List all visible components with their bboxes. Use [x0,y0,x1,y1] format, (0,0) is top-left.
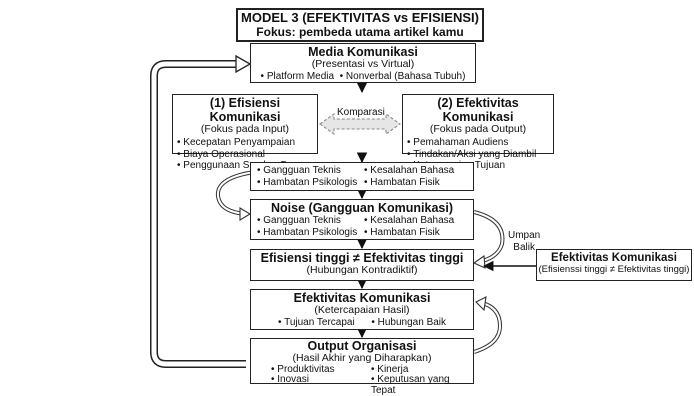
hasil-sub: (Ketercapaian Hasil) [314,304,410,316]
curve-arrow-noise-kontradiksi [473,210,505,264]
efisiensi-item: Biaya Operasional [177,149,313,161]
hasil-title: Efektivitas Komunikasi [293,291,431,305]
gangguan-grid: Gangguan Teknis Kesalahan Bahasa Hambata… [257,165,467,189]
efektivitas-sub: (Fokus pada Output) [429,123,527,135]
output-item: Keputusan yang Tepat [371,375,467,396]
noise-item: Kesalahan Bahasa [364,215,467,227]
media-item: Nonverbal (Bahasa Tubuh) [345,70,466,82]
umpan-balik-line2: Balik [513,241,535,253]
media-komunikasi-box: Media Komunikasi (Presentasi vs Virtual)… [250,43,476,83]
hasil-items: • Tujuan Tercapai • Hubungan Baik [277,316,447,328]
efisiensi-komunikasi-box: (1) Efisiensi Komunikasi (Fokus pada Inp… [172,94,318,171]
output-sub: (Hasil Akhir yang Diharapkan) [292,352,432,364]
diagram-header: MODEL 3 (EFEKTIVITAS vs EFISIENSI) Fokus… [236,8,484,42]
efektivitas-title: (2) Efektivitas Komunikasi [437,96,519,124]
umpan-balik-label: Umpan Balik [508,230,540,253]
gangguan-item: Gangguan Teknis [257,165,360,177]
media-items: • Platform Media • Nonverbal (Bahasa Tub… [260,70,466,82]
output-item: Kinerja [371,364,467,376]
noise-box: Noise (Gangguan Komunikasi) Gangguan Tek… [250,199,474,240]
noise-title: Noise (Gangguan Komunikasi) [271,201,453,215]
side-note-sub: (Efisienssi tinggi ≠ Efektivitas tinggi) [538,263,690,275]
output-item: Inovasi [271,375,367,396]
output-title: Output Organisasi [307,339,417,353]
efisiensi-title: (1) Efisiensi Komunikasi [209,96,281,124]
efisiensi-sub: (Fokus pada Input) [200,123,290,135]
gangguan-item: Kesalahan Bahasa [364,165,467,177]
output-item: Produktivitas [271,364,367,376]
noise-item: Hambatan Psikologis [257,227,360,239]
gangguan-item: Hambatan Fisik [364,177,467,189]
komparasi-label: Komparasi [337,107,385,118]
hasil-item: Tujuan Tercapai [284,316,355,328]
feedback-loop-arrowhead [235,54,252,74]
efektivitas-item: Pemahaman Audiens [407,137,549,149]
noise-item: Gangguan Teknis [257,215,360,227]
kontradiksi-sub: (Hubungan Kontradiktif) [306,264,418,276]
efisiensi-list: Kecepatan Penyampaian Biaya Operasional … [177,137,313,172]
media-item: Platform Media [266,70,335,82]
media-title: Media Komunikasi [308,45,418,59]
efektivitas-item: Tindakan/Aksi yang Diambil [407,149,549,161]
output-organisasi-box: Output Organisasi (Hasil Akhir yang Diha… [250,338,474,396]
hasil-item: Hubungan Baik [377,316,447,328]
header-title: MODEL 3 (EFEKTIVITAS vs EFISIENSI) [241,10,479,25]
side-note-title: Efektivitas Komunikasi [551,252,677,264]
connector-layer [150,54,536,368]
efisiensi-item: Penggunaan Sumber Daya [177,160,313,172]
gangguan-box: Gangguan Teknis Kesalahan Bahasa Hambata… [250,162,474,191]
media-sub: (Presentasi vs Virtual) [311,58,415,70]
efektivitas-komunikasi-box: (2) Efektivitas Komunikasi (Fokus pada O… [402,94,554,171]
noise-grid: Gangguan Teknis Kesalahan Bahasa Hambata… [257,215,467,239]
curve-arrow-output-hasil [473,300,503,354]
komparasi-double-arrow [319,112,401,136]
header-subtitle: Fokus: pembeda utama artikel kamu [256,24,464,39]
kontradiksi-title: Efisiensi tinggi ≠ Efektivitas tinggi [260,251,464,265]
output-grid: Produktivitas Kinerja Inovasi Keputusan … [257,364,467,396]
noise-item: Hambatan Fisik [364,227,467,239]
hasil-box: Efektivitas Komunikasi (Ketercapaian Has… [250,289,474,330]
efisiensi-item: Kecepatan Penyampaian [177,137,313,149]
gangguan-item: Hambatan Psikologis [257,177,360,189]
side-note-box: Efektivitas Komunikasi (Efisienssi tingg… [536,249,692,281]
umpan-balik-line1: Umpan [508,230,541,241]
kontradiksi-box: Efisiensi tinggi ≠ Efektivitas tinggi (H… [250,249,474,281]
